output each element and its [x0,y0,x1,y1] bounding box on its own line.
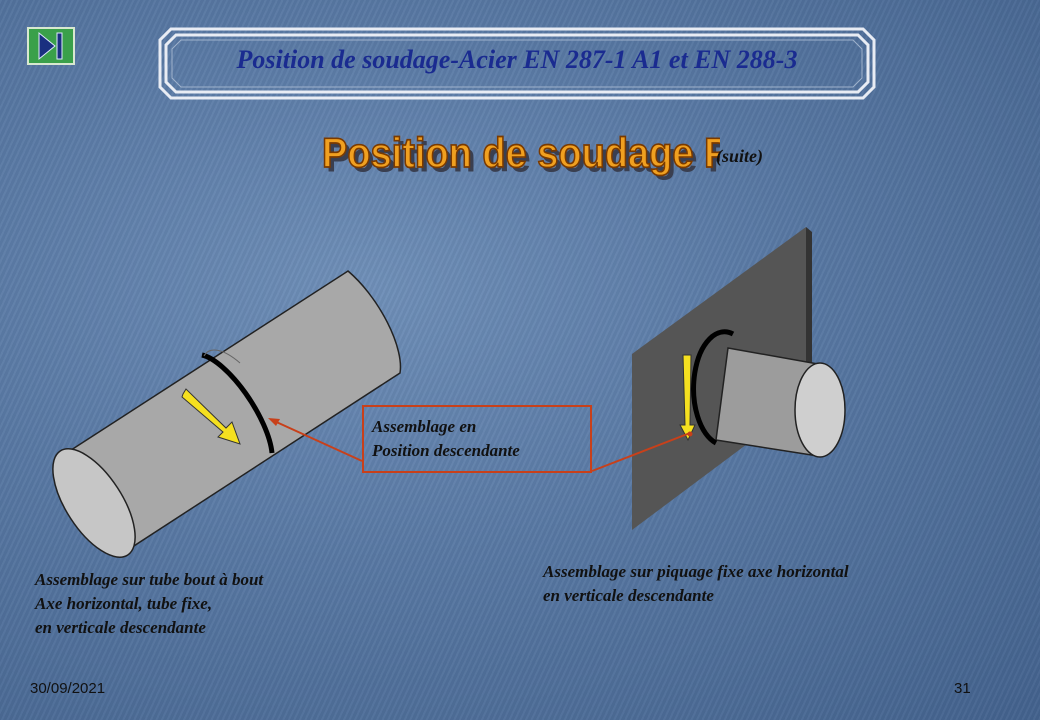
next-slide-button[interactable] [27,27,75,65]
connector-right [591,432,691,472]
footer-date: 30/09/2021 [30,680,106,697]
caption-left-line2: Axe horizontal, tube fixe, [35,594,213,613]
skip-forward-icon [38,31,63,61]
branch-joint [632,227,846,530]
caption-branch-joint: Assemblage sur piquage fixe axe horizont… [543,560,993,608]
title-frame [158,27,876,100]
subtitle-wordart: Position de soudage PG Position de souda… [321,130,720,181]
caption-left-line3: en verticale descendante [35,618,206,637]
caption-butt-joint: Assemblage sur tube bout à bout Axe hori… [35,568,375,640]
suite-label: (suite) [716,146,763,166]
caption-left-line1: Assemblage sur tube bout à bout [35,570,264,589]
callout-line1: Assemblage en [372,417,477,436]
weld-direction-arrow [181,388,241,445]
caption-right-line1: Assemblage sur piquage fixe axe horizont… [543,562,849,581]
subtitle-text: Position de soudage PG [322,130,720,176]
slide-title: Position de soudage-Acier EN 287-1 A1 et… [236,45,798,74]
callout-box: Assemblage en Position descendante [362,405,592,473]
page-number: 31 [954,680,971,697]
caption-right-line2: en verticale descendante [543,586,714,605]
connector-left [271,419,363,462]
callout-line2: Position descendante [372,441,520,460]
butt-joint-tube [52,270,402,558]
subtitle-shadow: Position de soudage PG [326,135,720,181]
